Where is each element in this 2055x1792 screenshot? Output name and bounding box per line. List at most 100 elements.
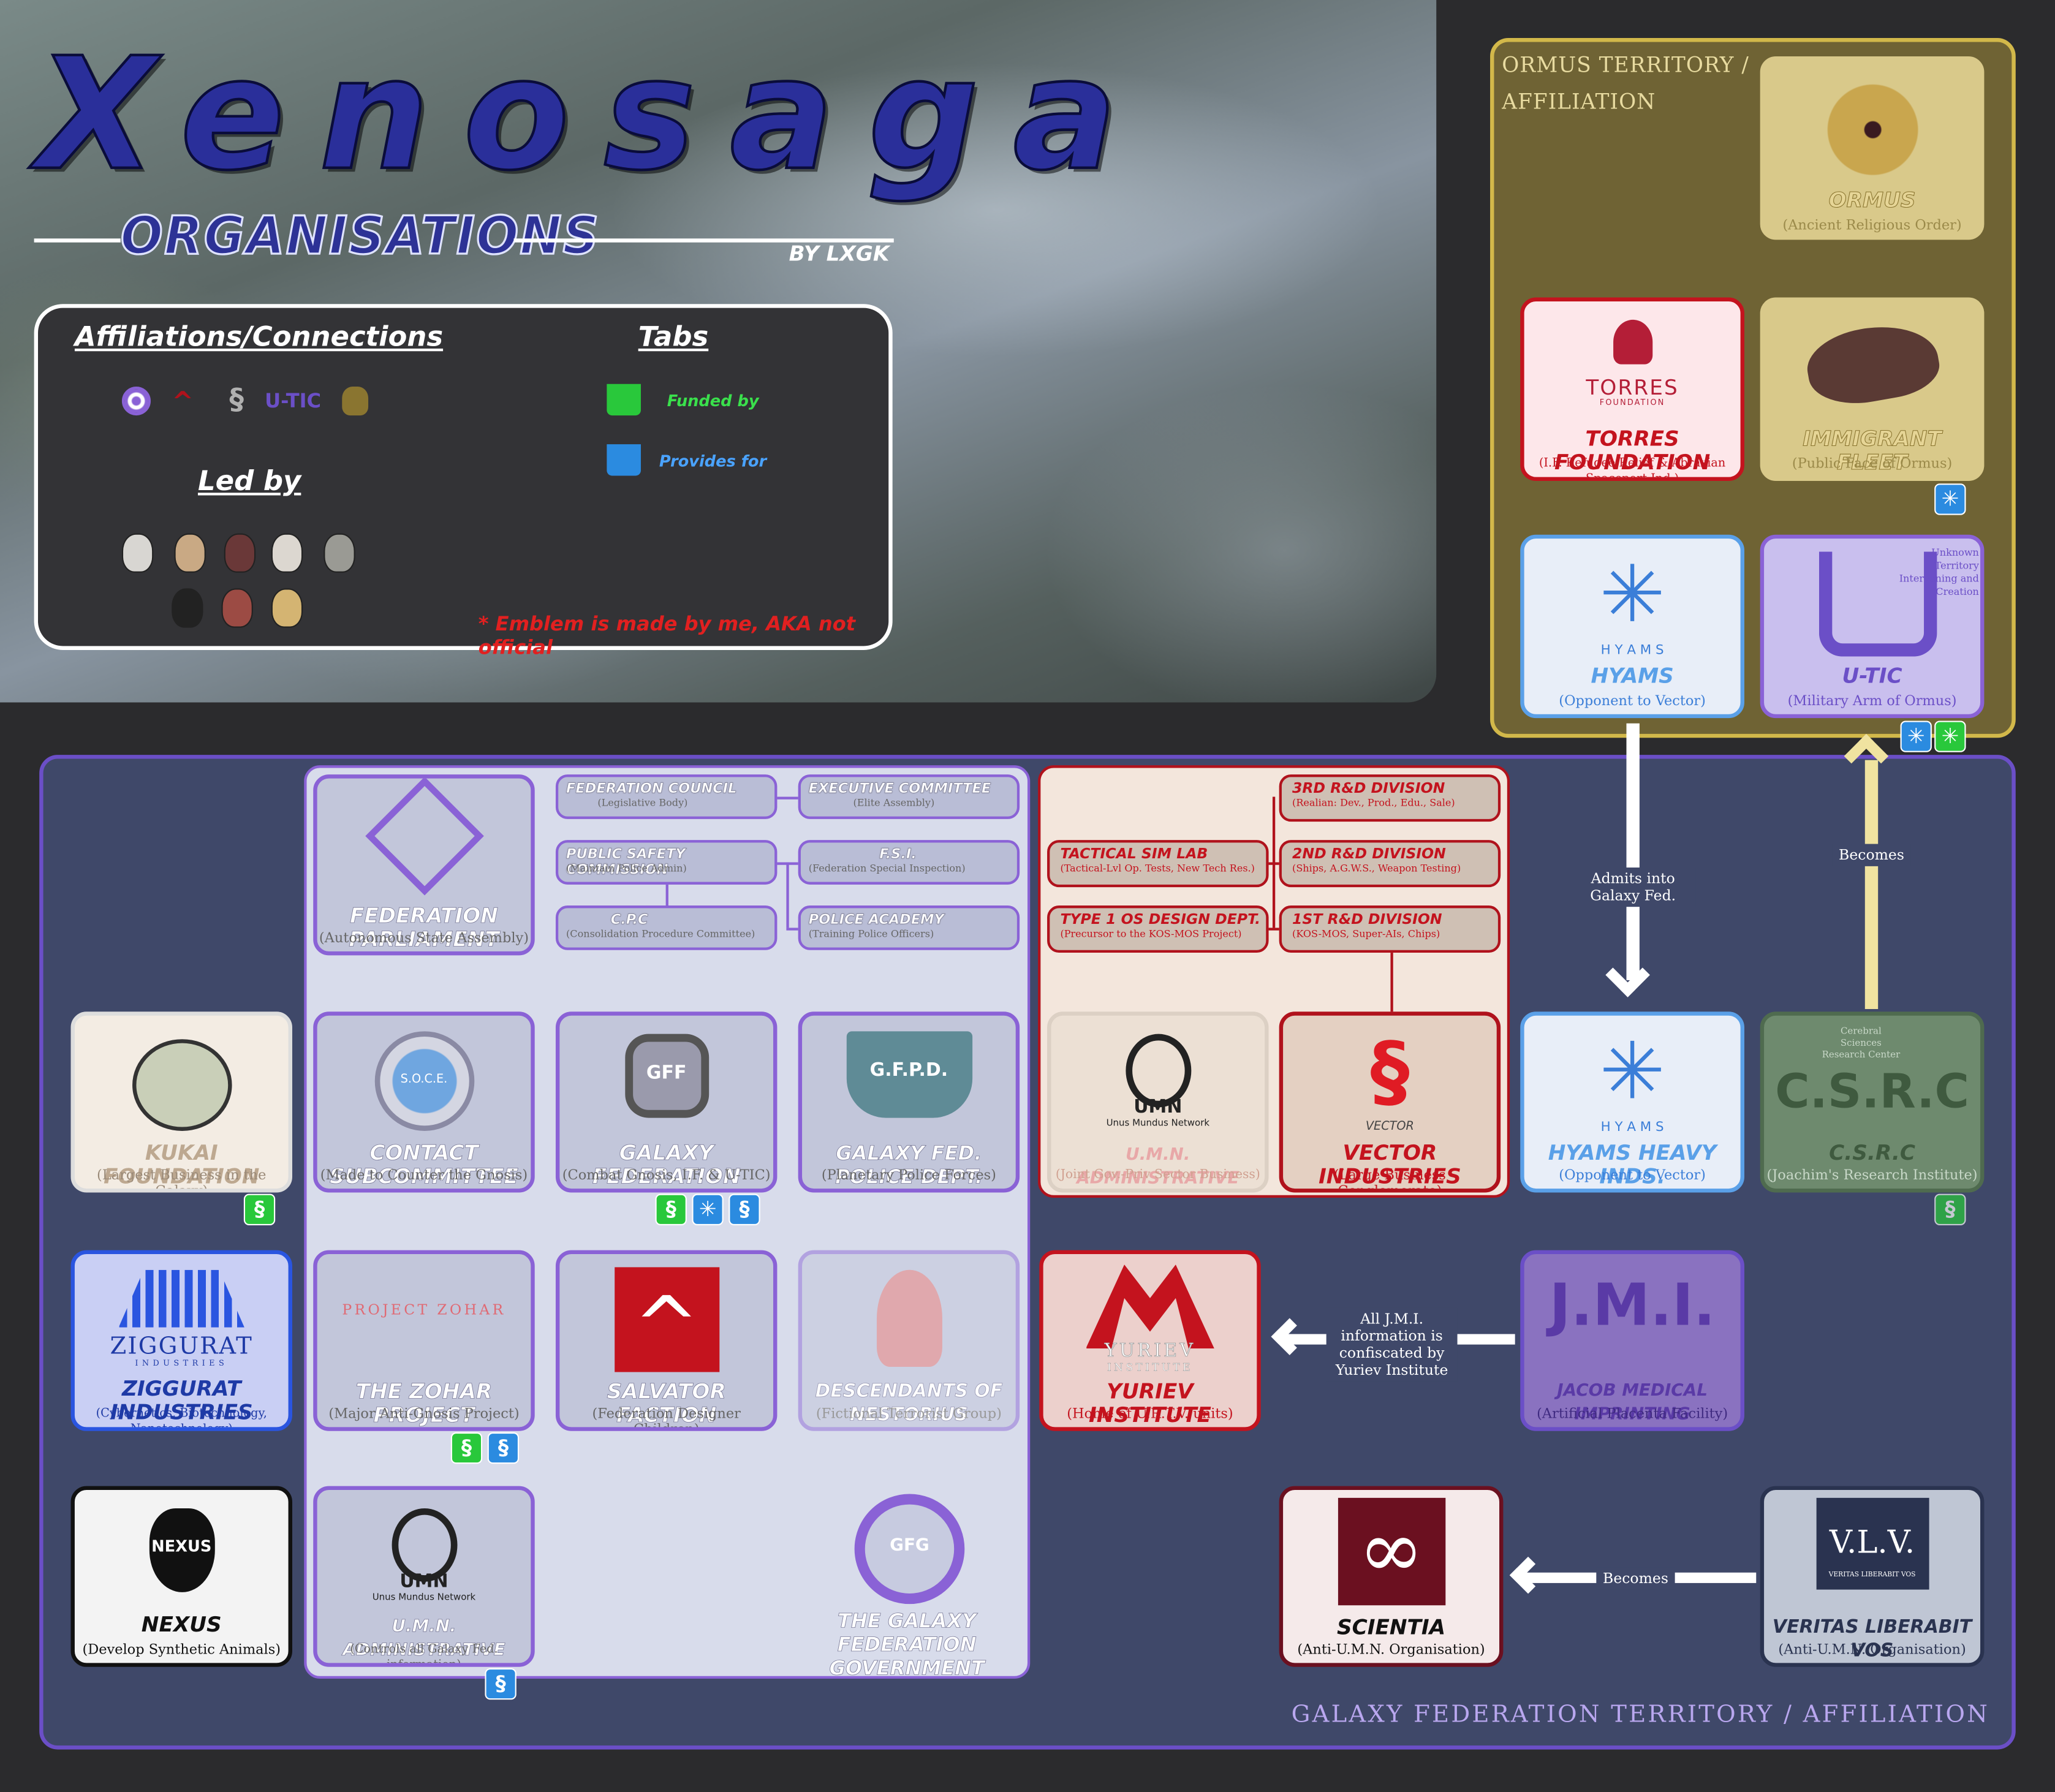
org-card-immigrant-fleet[interactable]: IMMIGRANT FLEET (Public Face of Ormus) bbox=[1760, 297, 1985, 482]
org-name: HYAMS HEAVY INDS. bbox=[1548, 1140, 1717, 1189]
org-card-umn-vector[interactable]: UMN Unus Mundus Network U.M.N. ADMINISTR… bbox=[1047, 1011, 1269, 1193]
ziggurat-logo-sub: INDUSTRIES bbox=[135, 1359, 229, 1369]
arrow-admits bbox=[1626, 723, 1640, 980]
u-tic-icon: U-TIC bbox=[265, 388, 322, 412]
yuriev-logo-text: YURIEV bbox=[1104, 1340, 1196, 1362]
org-name: PUBLIC SAFETY COMMISSION bbox=[566, 846, 686, 879]
org-card-hyams[interactable]: ✳ H Y A M S HYAMS (Opponent to Vector) bbox=[1520, 534, 1745, 719]
org-description: (Ancient Religious Order) bbox=[1782, 217, 1962, 233]
org-name: JACOB MEDICAL IMPRINTING bbox=[1557, 1381, 1708, 1425]
org-card-police-academy[interactable]: POLICE ACADEMY (Training Police Officers… bbox=[798, 905, 1020, 950]
org-card-1st-rd-division[interactable]: 1ST R&D DIVISION (KOS-MOS, Super-AIs, Ch… bbox=[1279, 905, 1501, 953]
org-description: (Consolidation Procedure Committee) bbox=[566, 928, 755, 940]
gf-territory-title: GALAXY FEDERATION TERRITORY / AFFILIATIO… bbox=[1291, 1701, 1990, 1729]
hyams-logo-text: H Y A M S bbox=[1600, 1120, 1664, 1135]
org-card-2nd-rd-division[interactable]: 2ND R&D DIVISION (Ships, A.G.W.S., Weapo… bbox=[1279, 840, 1501, 888]
org-description: (Cybernetics, Biotechnology, Nanotechnol… bbox=[96, 1407, 267, 1431]
ziggurat-logo-text: ZIGGURAT bbox=[110, 1333, 253, 1361]
org-card-zohar-project[interactable]: PROJECT ZOHAR THE ZOHAR PROJECT (Major A… bbox=[313, 1250, 535, 1431]
org-description: (Major Anti-Gnosis Project) bbox=[328, 1406, 520, 1422]
leader-avatar bbox=[172, 588, 203, 628]
subtitle-rule-left bbox=[34, 238, 121, 243]
org-name: U-TIC bbox=[1842, 663, 1902, 688]
kukai-emblem-icon bbox=[131, 1039, 232, 1131]
org-description: (Training Police Officers) bbox=[808, 928, 934, 940]
vector-swoosh-icon: § bbox=[1370, 1026, 1410, 1118]
gfg-emblem-icon: GFG bbox=[854, 1494, 965, 1605]
tab-funded-label: Funded by bbox=[667, 391, 759, 410]
org-card-kukai-foundation[interactable]: KUKAI FOUNDATION (Largest Business in th… bbox=[70, 1011, 292, 1193]
affiliations-heading: Affiliations/Connections bbox=[74, 321, 444, 353]
org-description: (Realian: Dev., Prod., Edu., Sale) bbox=[1292, 796, 1455, 809]
org-card-gfpd[interactable]: G.F.P.D. GALAXY FED. POLICE DEPT. (Plane… bbox=[798, 1011, 1020, 1193]
jmi-logo-text: J.M.I. bbox=[1549, 1272, 1716, 1340]
org-card-public-safety-commission[interactable]: PUBLIC SAFETY COMMISSION (Maintain Polic… bbox=[555, 840, 778, 885]
org-card-nexus[interactable]: NEXUS NEXUS (Develop Synthetic Animals) bbox=[70, 1486, 292, 1667]
org-card-vlv[interactable]: V.L.V. VERITAS LIBERABIT VOS VERITAS LIB… bbox=[1760, 1486, 1985, 1667]
provides-tab-badge: § bbox=[729, 1193, 760, 1225]
org-description: (KOS-MOS, Super-AIs, Chips) bbox=[1292, 928, 1440, 940]
org-card-cpc[interactable]: C.P.C (Consolidation Procedure Committee… bbox=[555, 905, 778, 950]
arrow-jmi-yuriev-label: All J.M.I. information is confiscated by… bbox=[1326, 1307, 1458, 1382]
org-name: SALVATOR FACTION bbox=[607, 1378, 726, 1427]
yuriev-emblem-icon bbox=[1086, 1265, 1214, 1349]
csrc-logo-sub: Cerebral Sciences Research Center bbox=[1822, 1026, 1901, 1060]
org-card-type1-os-design[interactable]: TYPE 1 OS DESIGN DEPT. (Precursor to the… bbox=[1047, 905, 1269, 953]
org-card-contact-subcommittee[interactable]: S.O.C.E. CONTACT SUBCOMMITTEE (Made to C… bbox=[313, 1011, 535, 1193]
org-card-yuriev-institute[interactable]: YURIEV INSTITUTE YURIEV INSTITUTE (Home … bbox=[1039, 1250, 1261, 1431]
arrow-becomes-csrc bbox=[1864, 760, 1879, 1010]
org-card-torres[interactable]: TORRES FOUNDATION TORRES FOUNDATION (I.F… bbox=[1520, 297, 1745, 482]
tab-provides-label: Provides for bbox=[659, 452, 767, 471]
u-tic-icon bbox=[1818, 551, 1937, 657]
provides-tab-badge: § bbox=[485, 1668, 517, 1700]
org-name: 1ST R&D DIVISION bbox=[1292, 910, 1442, 928]
org-description: (Anti-U.M.N. Organisation) bbox=[1297, 1642, 1485, 1658]
org-card-ormus[interactable]: ORMUS (Ancient Religious Order) bbox=[1760, 56, 1985, 240]
arrow-becomes-csrc-label: Becomes bbox=[1832, 844, 1911, 866]
org-card-executive-committee[interactable]: EXECUTIVE COMMITTEE (Elite Assembly) bbox=[798, 774, 1020, 819]
org-card-ziggurat-industries[interactable]: ZIGGURAT INDUSTRIES ZIGGURAT INDUSTRIES … bbox=[70, 1250, 292, 1431]
org-name: GALAXY FEDERATION FORCE bbox=[592, 1140, 741, 1189]
org-description: (Fictional Terrorist Group) bbox=[816, 1406, 1002, 1422]
nestorius-emblem-icon bbox=[876, 1269, 942, 1367]
org-description: (Federation Designer Children) bbox=[592, 1406, 741, 1431]
org-name: TYPE 1 OS DESIGN DEPT. bbox=[1060, 910, 1261, 928]
org-description: (Federation Special Inspection) bbox=[808, 862, 966, 874]
infinity-icon: ∞ bbox=[1337, 1497, 1445, 1606]
org-card-u-tic[interactable]: Unknown Territory Intervening and Creati… bbox=[1760, 534, 1985, 719]
umn-logo-sub: Unus Mundus Network bbox=[372, 1592, 476, 1603]
org-name: DESCENDANTS OF NESTORIUS bbox=[815, 1381, 1003, 1426]
org-name: NEXUS bbox=[141, 1611, 222, 1637]
org-description: (Controls all Galaxy Fed. information) bbox=[350, 1643, 498, 1667]
org-card-csrc[interactable]: Cerebral Sciences Research Center C.S.R.… bbox=[1760, 1011, 1985, 1193]
org-name: 3RD R&D DIVISION bbox=[1292, 779, 1445, 797]
emblem-note: * Emblem is made by me, AKA not official bbox=[478, 611, 856, 659]
org-card-descendants-of-nestorius[interactable]: DESCENDANTS OF NESTORIUS (Fictional Terr… bbox=[798, 1250, 1020, 1431]
org-card-hyams-heavy[interactable]: ✳ H Y A M S HYAMS HEAVY INDS. (Opponent … bbox=[1520, 1011, 1745, 1193]
org-name: ZIGGURAT INDUSTRIES bbox=[110, 1375, 253, 1425]
org-card-fsi[interactable]: F.S.I. (Federation Special Inspection) bbox=[798, 840, 1020, 885]
ormus-territory-title: ORMUS TERRITORY / AFFILIATION bbox=[1502, 47, 1764, 121]
org-name: EXECUTIVE COMMITTEE bbox=[808, 781, 991, 797]
org-description: (Largest Business in the Galaxy) bbox=[97, 1167, 267, 1193]
org-card-umn-gf[interactable]: UMN Unus Mundus Network U.M.N. ADMINISTR… bbox=[313, 1486, 535, 1667]
provides-tab-badge: ✳ bbox=[1934, 483, 1966, 515]
org-card-3rd-rd-division[interactable]: 3RD R&D DIVISION (Realian: Dev., Prod., … bbox=[1279, 774, 1501, 822]
org-card-federation-council[interactable]: FEDERATION COUNCIL (Legislative Body) bbox=[555, 774, 778, 819]
org-name: FEDERATION COUNCIL bbox=[566, 781, 737, 797]
org-description: (Tactical-Lvl Op. Tests, New Tech Res.) bbox=[1060, 862, 1255, 874]
gfpd-emblem-icon bbox=[846, 1031, 972, 1118]
org-description: (Joachim's Research Institute) bbox=[1766, 1167, 1978, 1184]
org-card-vector-industries[interactable]: § VECTOR VECTOR INDUSTRIES (Large Busine… bbox=[1279, 1011, 1501, 1193]
org-card-jmi[interactable]: J.M.I. JACOB MEDICAL IMPRINTING (Artific… bbox=[1520, 1250, 1745, 1431]
org-card-federation-parliament[interactable]: FEDERATION PARLIAMENT (Autonomous State … bbox=[313, 774, 535, 956]
org-card-salvator-faction[interactable]: ^ SALVATOR FACTION (Federation Designer … bbox=[555, 1250, 778, 1431]
funded-tab-badge: ✳ bbox=[1934, 720, 1966, 752]
org-description: (Legislative Body) bbox=[597, 796, 688, 809]
org-card-tactical-sim-lab[interactable]: TACTICAL SIM LAB (Tactical-Lvl Op. Tests… bbox=[1047, 840, 1269, 888]
org-name: GALAXY FED. POLICE DEPT. bbox=[835, 1141, 983, 1189]
org-card-scientia[interactable]: ∞ SCIENTIA (Anti-U.M.N. Organisation) bbox=[1279, 1486, 1504, 1667]
org-card-galaxy-federation-force[interactable]: GFF GALAXY FEDERATION FORCE (Combat Gnos… bbox=[555, 1011, 778, 1193]
csrc-logo-text: C.S.R.C bbox=[1775, 1065, 1970, 1119]
hyams-logo-text: H Y A M S bbox=[1600, 643, 1664, 658]
